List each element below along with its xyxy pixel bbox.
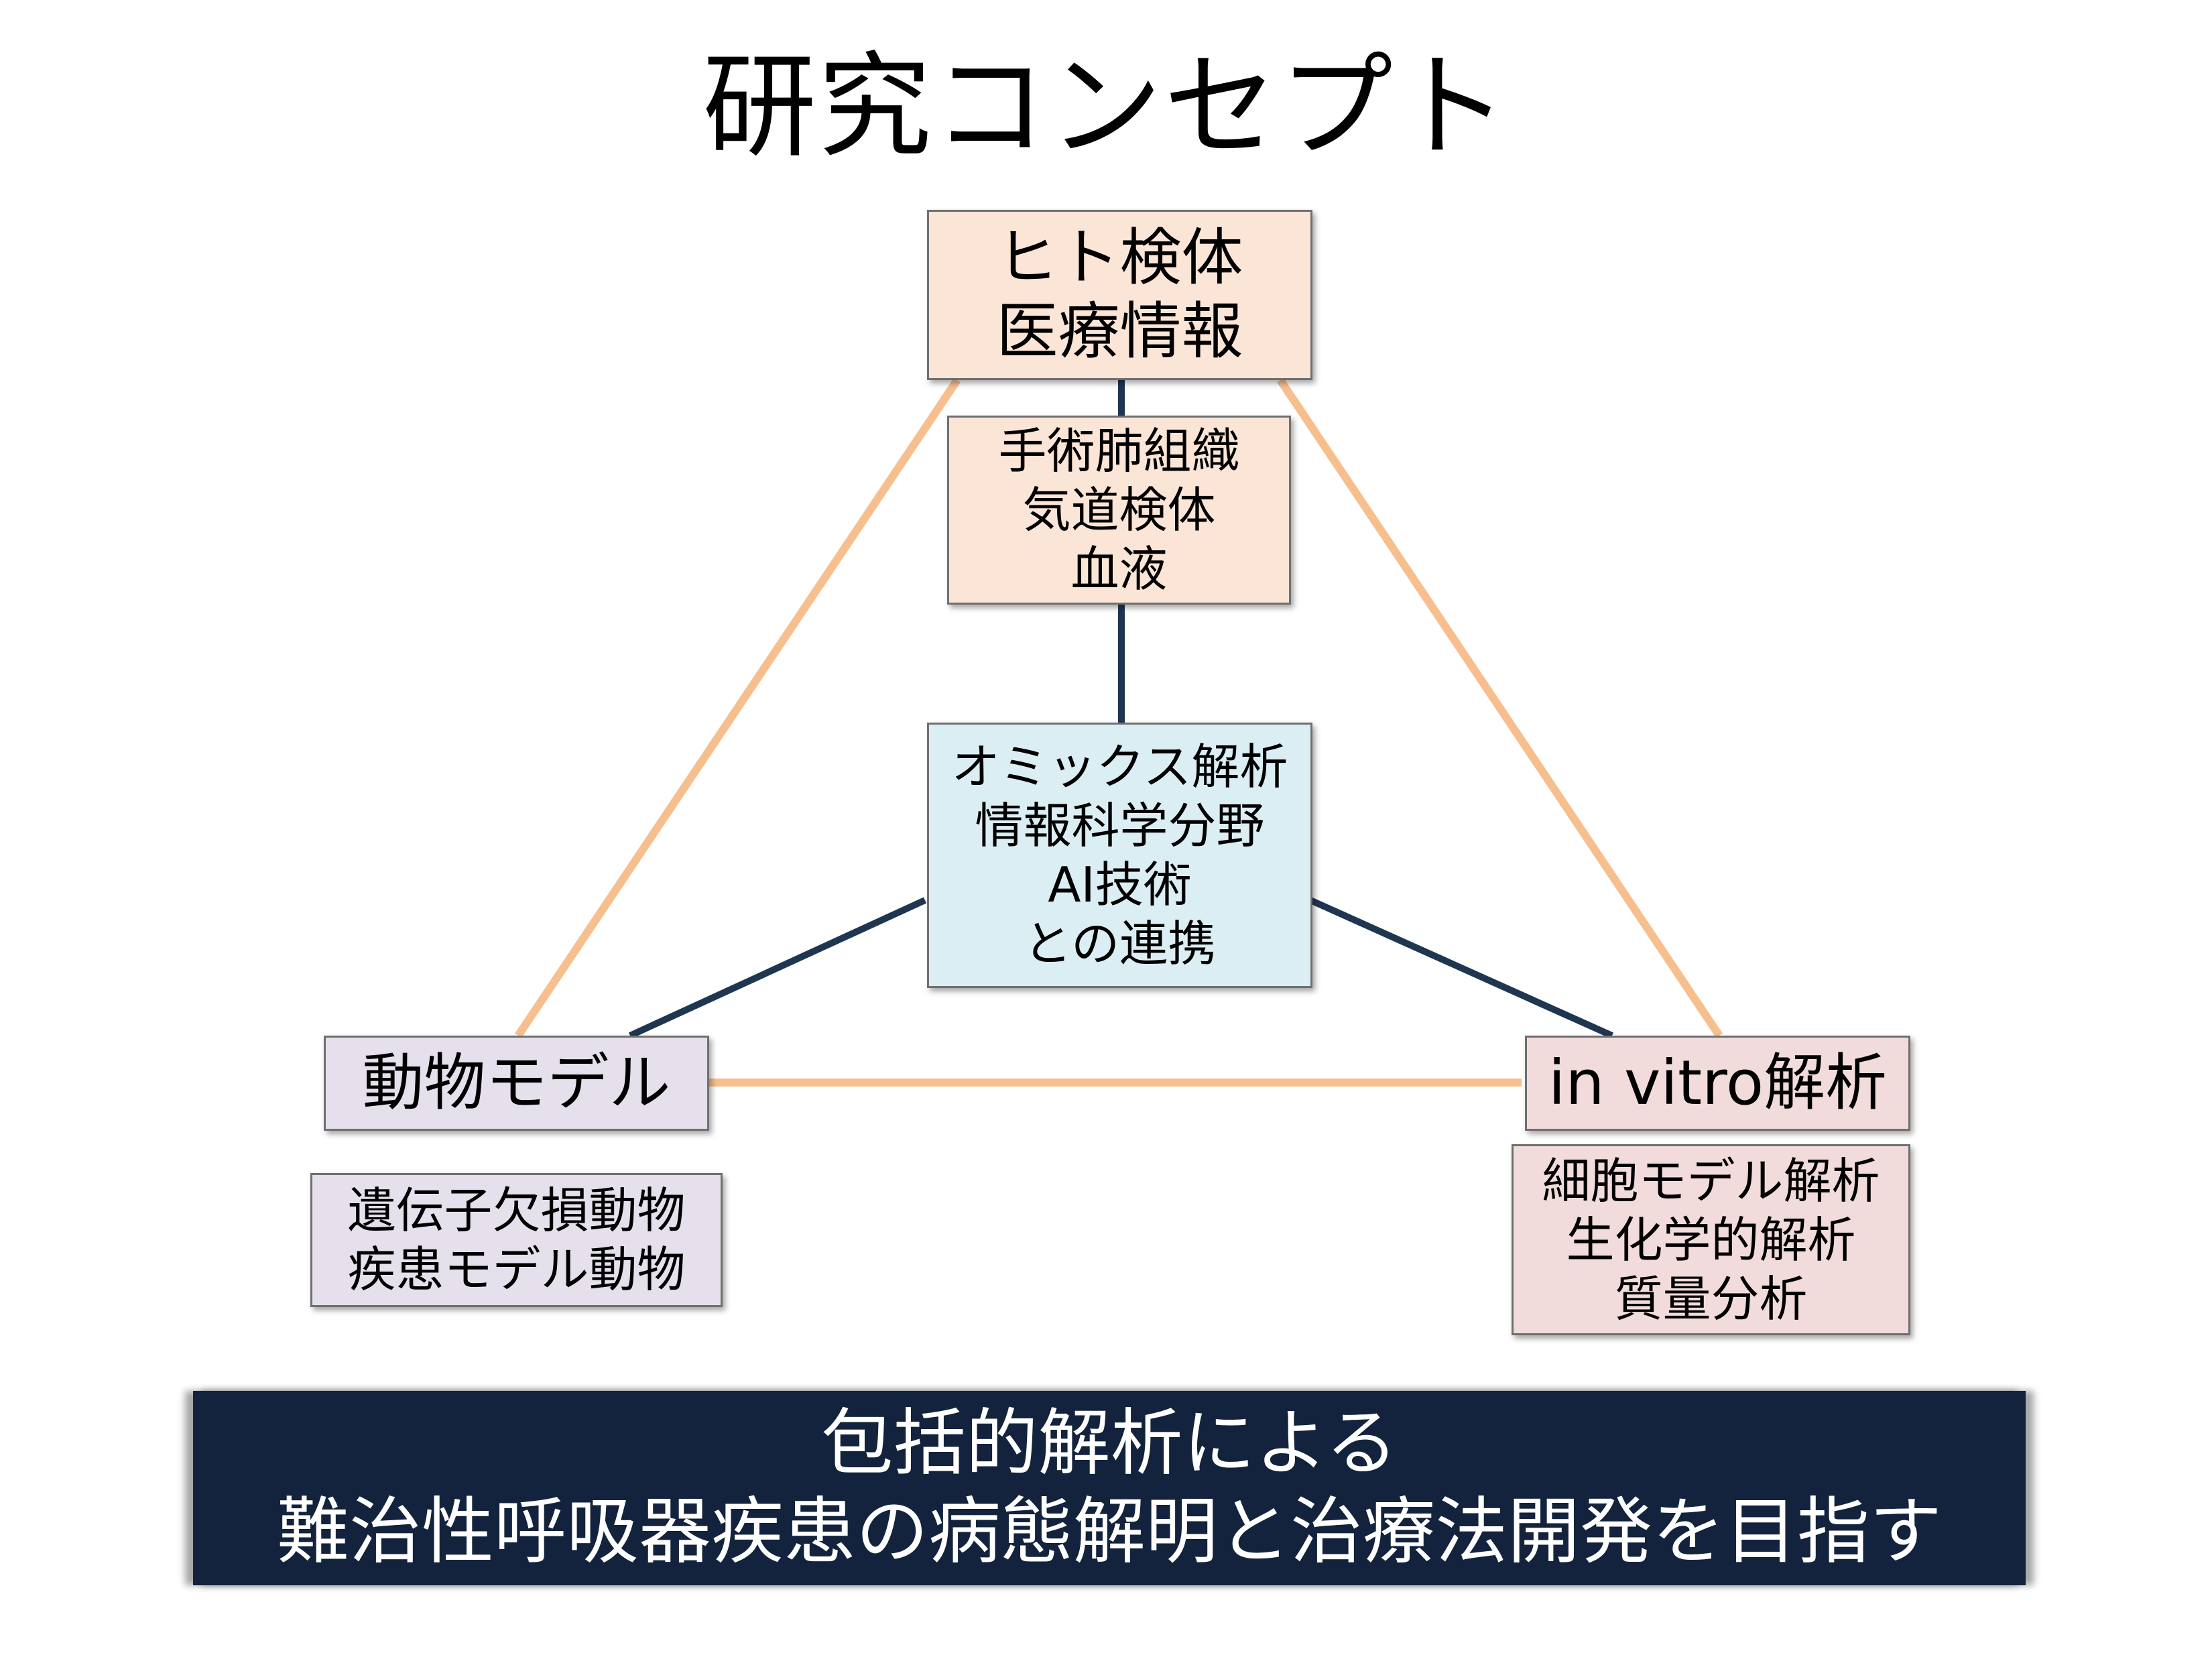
human-detail-line-1: 手術肺組織 [998, 423, 1240, 479]
inner-link-center-invitro [1308, 897, 1614, 1039]
animal-detail-line-2: 疾患モデル動物 [347, 1241, 686, 1298]
animal-model-box: 動物モデル [324, 1036, 709, 1131]
center-collaboration-box: オミックス解析 情報科学分野 AI技術 との連携 [927, 723, 1312, 988]
human-samples-line-2: 医療情報 [996, 296, 1243, 367]
human-samples-detail-box: 手術肺組織 気道検体 血液 [947, 416, 1291, 605]
center-line-3: AI技術 [1048, 857, 1192, 913]
goal-banner-line-1: 包括的解析による [820, 1402, 1398, 1485]
center-line-2: 情報科学分野 [975, 798, 1265, 854]
animal-detail-line-1: 遺伝子欠損動物 [347, 1182, 686, 1239]
animal-model-label: 動物モデル [362, 1047, 671, 1119]
animal-model-detail-box: 遺伝子欠損動物 疾患モデル動物 [310, 1173, 723, 1307]
in-vitro-detail-line-1: 細胞モデル解析 [1542, 1152, 1880, 1209]
in-vitro-label: in vitro解析 [1548, 1047, 1888, 1119]
human-samples-line-1: ヒト検体 [996, 222, 1243, 294]
outer-edge-human-animal [515, 377, 961, 1038]
in-vitro-detail-line-2: 生化学的解析 [1566, 1211, 1856, 1268]
in-vitro-detail-line-3: 質量分析 [1614, 1270, 1808, 1327]
human-samples-box: ヒト検体 医療情報 [927, 210, 1312, 380]
center-line-1: オミックス解析 [951, 739, 1288, 795]
human-detail-line-2: 気道検体 [1022, 482, 1216, 538]
in-vitro-box: in vitro解析 [1525, 1036, 1910, 1131]
center-line-4: との連携 [1023, 916, 1217, 972]
human-detail-line-3: 血液 [1070, 541, 1168, 597]
page-title: 研究コンセプト [702, 41, 1510, 174]
inner-link-center-animal [628, 897, 927, 1039]
in-vitro-detail-box: 細胞モデル解析 生化学的解析 質量分析 [1512, 1144, 1910, 1335]
outer-edge-human-invitro [1277, 377, 1723, 1038]
goal-banner-line-2: 難治性呼吸器疾患の病態解明と治療法開発を目指す [276, 1490, 1942, 1574]
goal-banner: 包括的解析による 難治性呼吸器疾患の病態解明と治療法開発を目指す [193, 1391, 2026, 1585]
